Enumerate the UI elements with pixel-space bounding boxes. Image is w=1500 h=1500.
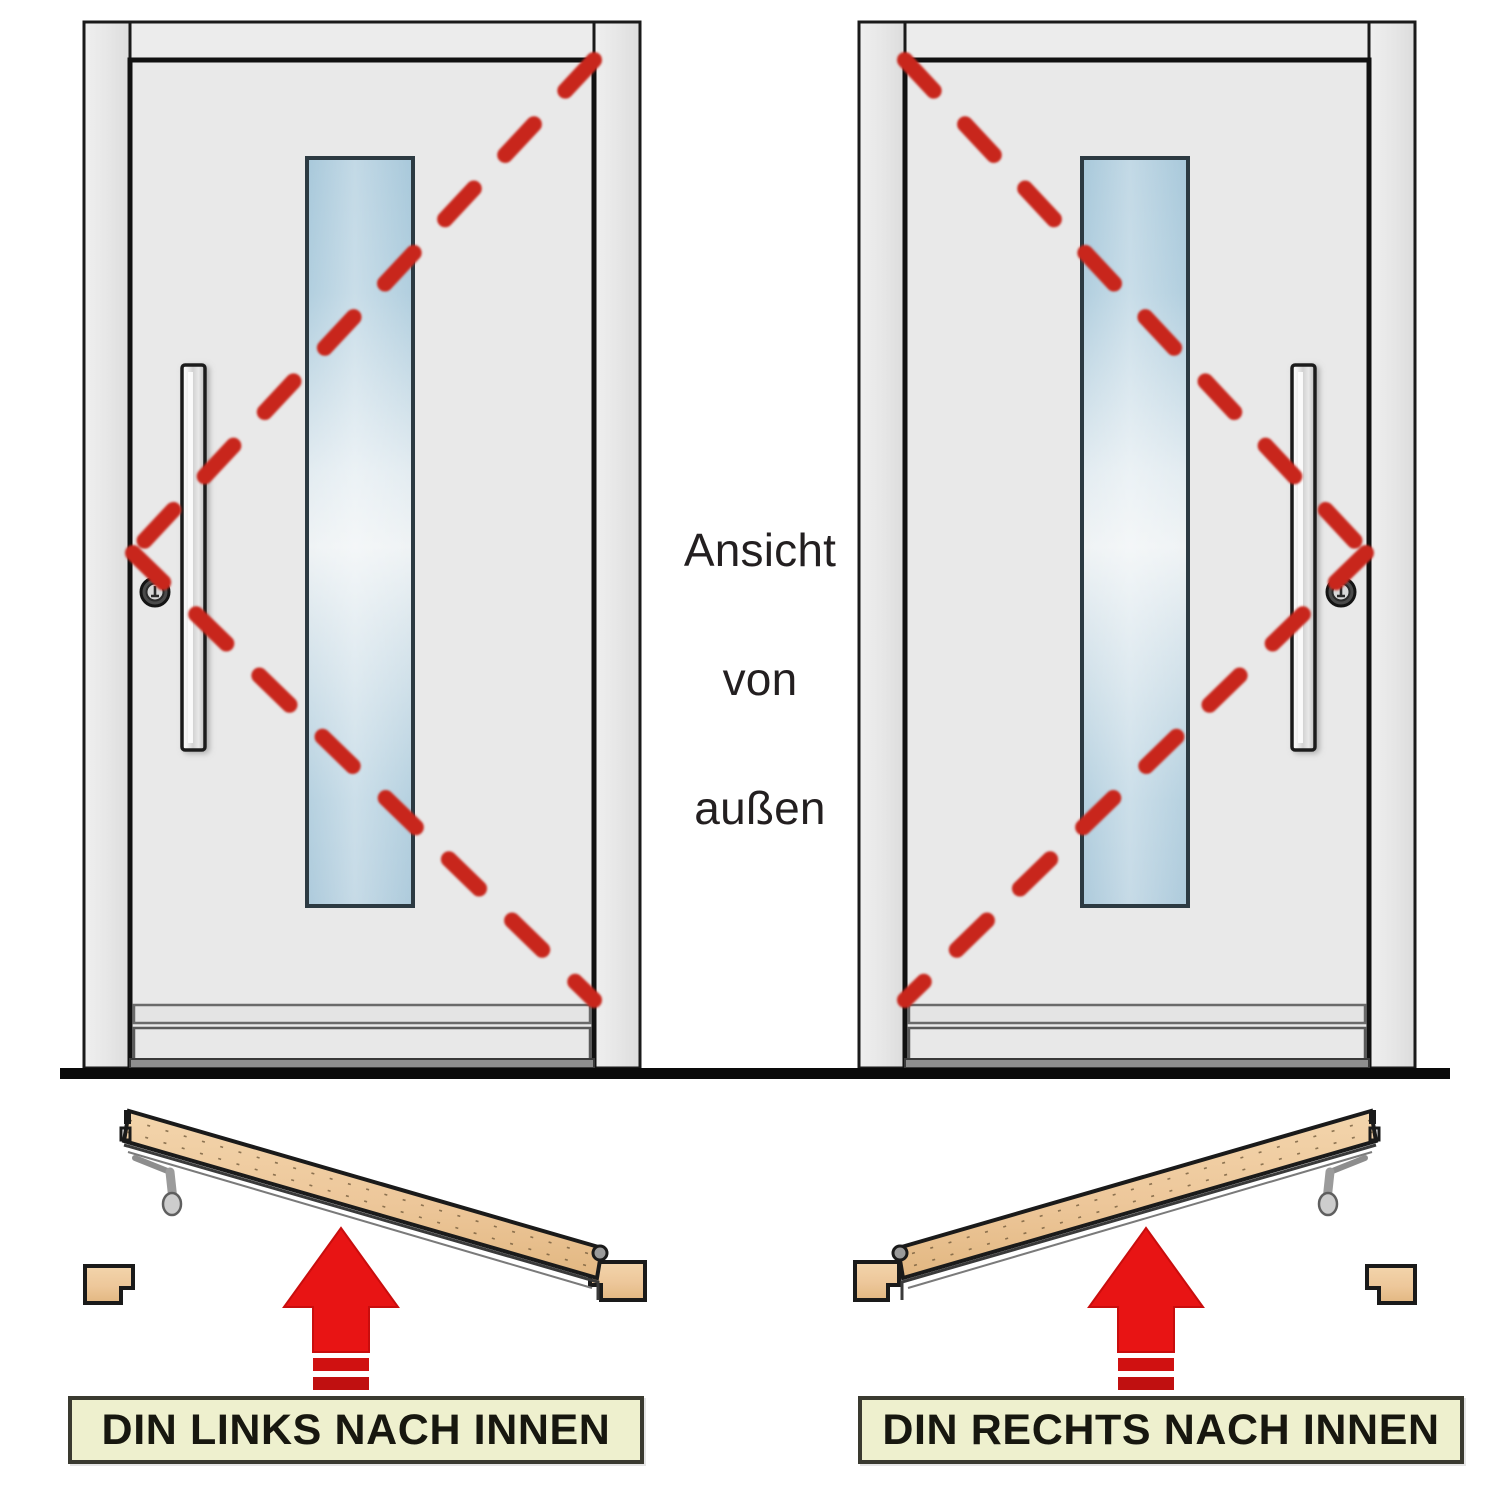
right-plan-jamb-right <box>1365 1264 1417 1305</box>
right-frame-head <box>903 20 1371 62</box>
right-threshold-sill <box>904 1058 1370 1069</box>
left-plan-view <box>83 1108 647 1390</box>
right-plan-frame-line-2 <box>907 1151 1373 1289</box>
left-frame-head <box>128 20 596 62</box>
left-plan-jamb-left <box>83 1264 135 1305</box>
left-plan-frame-line <box>123 1143 600 1300</box>
right-plan-handle-stub <box>1317 1155 1368 1217</box>
view-direction-note: Ansicht von außen <box>660 455 860 905</box>
label-din-rechts-nach-innen: DIN RECHTS NACH INNEN <box>858 1396 1464 1464</box>
left-frame-outer-left-jamb <box>82 20 132 1070</box>
right-swing-direction-arrow <box>1087 1226 1205 1390</box>
ground-line <box>60 1068 1450 1079</box>
left-plan-frame-line-2 <box>127 1151 593 1289</box>
left-door-handle[interactable] <box>180 363 207 752</box>
label-din-links-nach-innen: DIN LINKS NACH INNEN <box>68 1396 644 1464</box>
left-frame-outer-right-jamb <box>592 20 642 1070</box>
left-swing-direction-arrow <box>282 1226 400 1390</box>
right-plan-hinge-icon <box>891 1244 909 1262</box>
right-plan-view <box>853 1108 1417 1390</box>
view-note-line-2: von <box>722 653 798 706</box>
right-frame-outer-right-jamb <box>1367 20 1417 1070</box>
left-threshold-sill <box>129 1058 595 1069</box>
right-plan-jamb-left <box>853 1260 901 1302</box>
left-plan-door-leaf <box>119 1108 605 1281</box>
right-glass-panel <box>1080 156 1190 908</box>
left-threshold-band-1 <box>132 1003 592 1025</box>
view-note-line-3: außen <box>694 782 826 835</box>
left-plan-hinge-icon <box>591 1244 609 1262</box>
left-door-elevation <box>82 20 642 1071</box>
right-frame-outer-left-jamb <box>857 20 907 1070</box>
right-plan-door-leaf <box>895 1108 1381 1281</box>
right-threshold-band-2 <box>907 1026 1367 1063</box>
left-opening-direction-dashed <box>125 52 602 1008</box>
right-plan-frame-line <box>900 1143 1377 1300</box>
view-note-line-1: Ansicht <box>683 524 837 577</box>
right-opening-direction-dashed <box>897 52 1374 1008</box>
right-door-handle[interactable] <box>1290 363 1317 752</box>
right-door-elevation <box>857 20 1417 1071</box>
left-plan-handle-stub <box>132 1155 183 1217</box>
left-threshold-band-2 <box>132 1026 592 1063</box>
right-threshold-band-1 <box>907 1003 1367 1025</box>
